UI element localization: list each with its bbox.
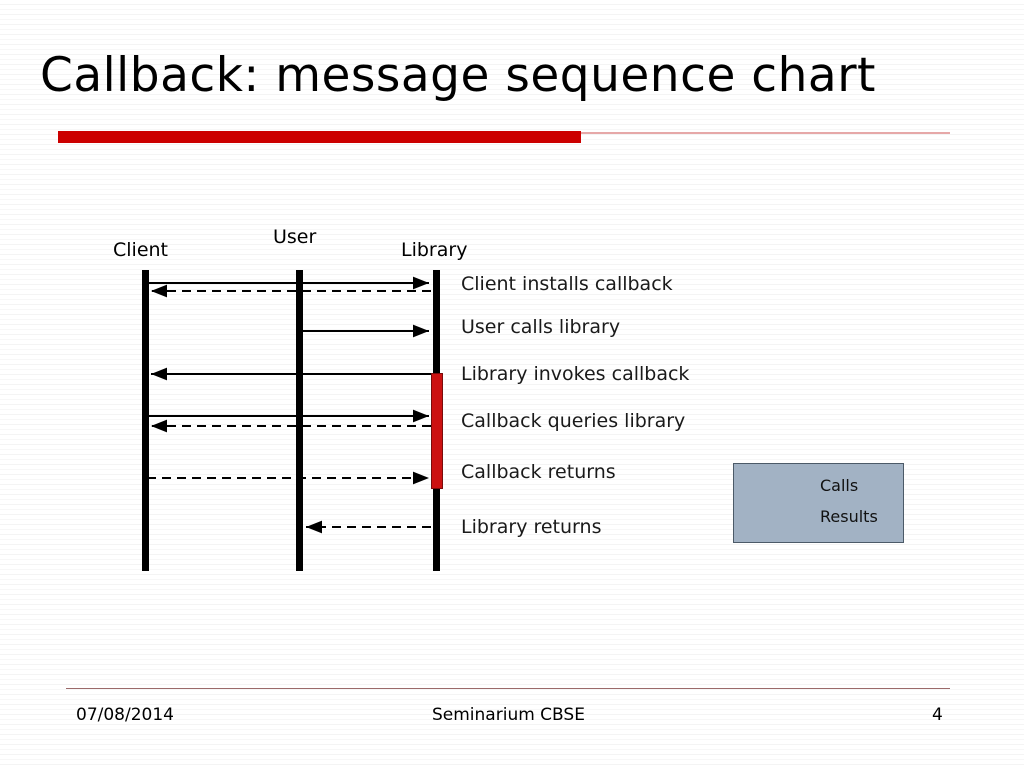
message-label-library-returns: Library returns — [461, 516, 602, 538]
message-label-library-invokes-callback: Library invokes callback — [461, 363, 690, 385]
message-label-client-installs-callback: Client installs callback — [461, 273, 673, 295]
message-label-callback-queries-library: Callback queries library — [461, 410, 686, 432]
legend-label-calls: Calls — [820, 476, 859, 495]
footer-date: 07/08/2014 — [76, 705, 174, 725]
message-label-callback-returns: Callback returns — [461, 461, 616, 483]
footer-page-number: 4 — [932, 705, 943, 725]
legend-label-results: Results — [820, 507, 878, 526]
lifeline-label-client: Client — [113, 239, 169, 261]
lifeline-user — [296, 270, 303, 571]
message-label-user-calls-library: User calls library — [461, 316, 621, 338]
page-title: Callback: message sequence chart — [40, 48, 876, 103]
lifeline-label-user: User — [273, 226, 317, 248]
activation-bar-library — [431, 373, 443, 489]
title-accent-bar — [58, 131, 581, 143]
legend-box — [733, 463, 904, 543]
lifeline-label-library: Library — [401, 239, 468, 261]
title-accent-line — [581, 132, 950, 134]
footer-divider — [66, 688, 950, 689]
footer-title: Seminarium CBSE — [432, 705, 585, 725]
lifeline-client — [142, 270, 149, 571]
